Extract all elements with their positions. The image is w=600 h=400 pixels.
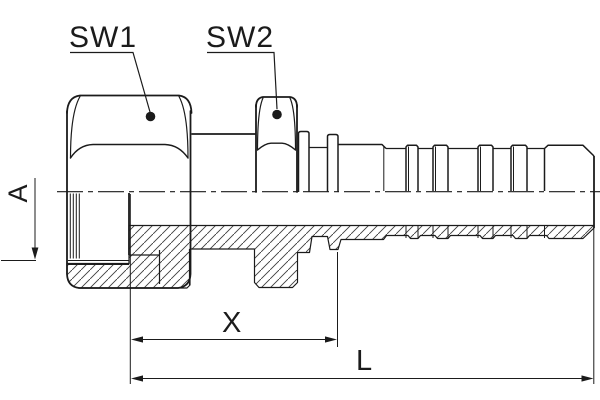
leader-sw2 xyxy=(207,51,282,120)
dim-x-arrow-left xyxy=(131,336,143,343)
nut-sw1-outline xyxy=(66,94,193,289)
dim-l-arrow-right xyxy=(581,375,594,382)
shank-profile xyxy=(297,130,595,238)
leader-dot-sw2 xyxy=(272,109,282,120)
label-dim-l: L xyxy=(356,345,374,377)
label-sw2: SW2 xyxy=(206,21,275,54)
section-hatch-region xyxy=(66,224,595,289)
leader-sw1 xyxy=(70,51,156,122)
insert-section-lines xyxy=(128,193,191,285)
dimension-x xyxy=(129,194,338,384)
dim-l-arrow-left xyxy=(131,375,143,382)
label-sw1: SW1 xyxy=(69,21,138,54)
hex-sw2-outline xyxy=(255,96,298,193)
leader-dot-sw1 xyxy=(145,111,156,122)
dimension-a xyxy=(1,178,39,261)
dim-x-arrow-right xyxy=(325,336,337,343)
label-dim-x: X xyxy=(222,307,243,339)
nut-thread-lines xyxy=(68,193,129,265)
label-dim-a: A xyxy=(3,183,33,203)
dim-a-arrow xyxy=(31,247,39,260)
dimension-l xyxy=(131,228,595,384)
